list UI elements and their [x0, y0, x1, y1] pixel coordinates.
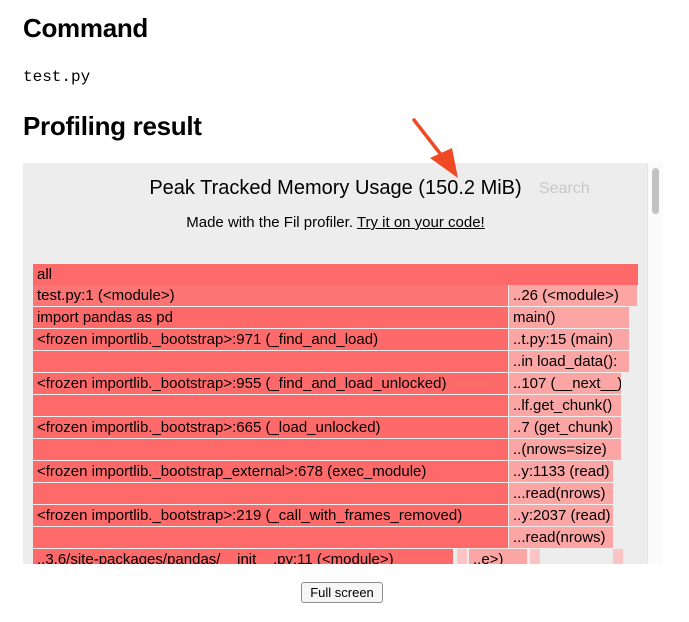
flame-frame-small[interactable] — [457, 549, 467, 564]
flame-frame-small[interactable] — [530, 549, 540, 564]
flame-frame[interactable]: test.py:1 (<module>) — [33, 285, 508, 306]
flame-frame[interactable] — [33, 351, 508, 372]
flame-frame[interactable]: <frozen importlib._bootstrap>:971 (_find… — [33, 329, 508, 350]
peak-memory-title: Peak Tracked Memory Usage (150.2 MiB) — [149, 177, 522, 199]
flame-frame[interactable]: ..7 (get_chunk) — [509, 417, 621, 438]
flame-frame[interactable]: ..e>) — [469, 549, 527, 564]
flamegraph: Peak Tracked Memory Usage (150.2 MiB) Se… — [23, 163, 648, 564]
flame-frame[interactable]: ...read(nrows) — [509, 527, 613, 548]
flame-frame[interactable]: import pandas as pd — [33, 307, 508, 328]
flame-frame[interactable] — [33, 439, 508, 460]
profiling-result-heading: Profiling result — [23, 111, 202, 141]
full-screen-button[interactable]: Full screen — [301, 582, 383, 603]
flame-frame[interactable] — [33, 483, 508, 504]
search-link[interactable]: Search — [539, 180, 590, 197]
flame-frame[interactable]: ..in load_data(): — [509, 351, 629, 372]
flame-frame[interactable]: ..107 (__next__) — [509, 373, 621, 394]
command-heading: Command — [23, 13, 149, 43]
flame-frame[interactable]: <frozen importlib._bootstrap>:219 (_call… — [33, 505, 508, 526]
flame-frame[interactable]: <frozen importlib._bootstrap_external>:6… — [33, 461, 508, 482]
flame-frame[interactable]: <frozen importlib._bootstrap>:665 (_load… — [33, 417, 508, 438]
flame-frame[interactable]: ..3.6/site-packages/pandas/__init__.py:1… — [33, 549, 453, 564]
scrollbar-thumb[interactable] — [652, 168, 659, 214]
flame-frame[interactable]: ..lf.get_chunk() — [509, 395, 621, 416]
flame-frame[interactable]: <frozen importlib._bootstrap>:955 (_find… — [33, 373, 508, 394]
flame-frame[interactable]: ...read(nrows) — [509, 483, 613, 504]
try-it-link[interactable]: Try it on your code! — [356, 214, 485, 231]
command-text: test.py — [23, 68, 91, 86]
frame-scrollbar[interactable] — [647, 163, 663, 564]
flame-frame[interactable]: ..y:2037 (read) — [509, 505, 613, 526]
flame-frame[interactable]: ..26 (<module>) — [509, 285, 637, 306]
flame-frame[interactable] — [33, 527, 508, 548]
profiler-frame[interactable]: Peak Tracked Memory Usage (150.2 MiB) Se… — [23, 163, 663, 564]
flame-frame-small[interactable] — [613, 549, 623, 564]
red-arrow-icon — [412, 118, 458, 178]
flame-frame-all[interactable]: all — [33, 264, 638, 285]
profiler-subtitle: Made with the Fil profiler. Try it on yo… — [23, 213, 648, 233]
flame-frame[interactable]: ..y:1133 (read) — [509, 461, 613, 482]
flame-frame[interactable] — [33, 395, 508, 416]
subtitle-text: Made with the Fil profiler. — [186, 214, 357, 231]
flame-frame[interactable]: ..(nrows=size) — [509, 439, 621, 460]
flame-frame[interactable]: main() — [509, 307, 629, 328]
flame-frame[interactable]: ..t.py:15 (main) — [509, 329, 629, 350]
